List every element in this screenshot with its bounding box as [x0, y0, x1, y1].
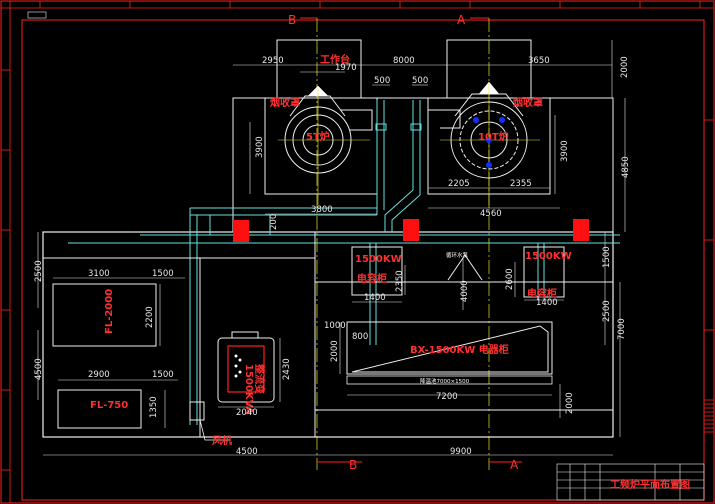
fan-label: 风机 [212, 434, 232, 447]
dim-500b: 500 [412, 76, 428, 86]
dim-2600: 2600 [505, 268, 515, 290]
furnace-10t: 10T炉 [428, 81, 540, 205]
dim-2000: 2000 [620, 56, 630, 78]
dim-1350: 1350 [149, 396, 159, 418]
cabinet-left-sub: 电容柜 [357, 272, 387, 285]
cabinet-right-sub: 电容柜 [527, 287, 557, 300]
dim-2200: 2200 [145, 306, 155, 328]
fl2000-label: FL-2000 [104, 289, 115, 334]
furnace-5t: 5T炉 [278, 85, 373, 205]
transformer-inner [227, 345, 265, 393]
pump-note: 降温池7000×1500 [420, 377, 470, 385]
dim-2500c: 2500 [602, 300, 612, 322]
dust-cover-left-label: 烟收罩 [270, 96, 300, 109]
dim-2950: 2950 [262, 56, 284, 66]
title-block [556, 463, 705, 501]
dim-1970: 1970 [335, 63, 357, 73]
furnace-5t-label: 5T炉 [306, 130, 330, 143]
cabinet-left [351, 246, 403, 296]
fl750-label: FL-750 [90, 400, 128, 411]
dim-1400b: 1400 [536, 298, 558, 308]
electric-cabinet [346, 321, 553, 375]
cabinet-right [523, 246, 565, 298]
dim-1500a: 1500 [152, 269, 174, 279]
dust-cover-right-label: 烟收罩 [513, 96, 543, 109]
dim-1400a: 1400 [364, 293, 386, 303]
cooling-rack-note: 循环水泵 [446, 251, 469, 259]
valve-block-3 [573, 219, 589, 241]
dim-9900: 9900 [450, 447, 472, 457]
dim-800: 800 [352, 332, 368, 342]
dim-500a: 500 [374, 76, 390, 86]
dim-3900a: 3900 [255, 136, 265, 158]
dim-7000: 7000 [617, 318, 627, 340]
pipe-network [68, 100, 620, 425]
left-ruler [1, 1, 11, 503]
dim-200: 200 [269, 214, 279, 230]
axis-b-top: B [288, 13, 296, 27]
dim-2430: 2430 [282, 358, 292, 380]
left-furnace-block [264, 97, 378, 195]
axis-a-top: A [457, 13, 466, 27]
transformer-dots [234, 354, 242, 378]
valve-block-1 [233, 220, 249, 242]
cabinet-right-label: 1500KW [525, 251, 572, 262]
dim-8000: 8000 [393, 56, 415, 66]
dim-4560: 4560 [480, 209, 502, 219]
dim-2205: 2205 [448, 179, 470, 189]
dim-2000c: 2000 [565, 392, 575, 414]
dim-3800: 3800 [311, 205, 333, 215]
top-ruler [1, 1, 714, 9]
fan-box [189, 401, 205, 421]
dim-2350: 2350 [395, 270, 405, 292]
dim-2040: 2040 [236, 408, 258, 418]
fl2000-box [52, 283, 157, 347]
top-left-box [27, 11, 47, 19]
fl750-box [57, 389, 142, 429]
dim-2000b: 2000 [330, 340, 340, 362]
dim-4000: 4000 [460, 280, 470, 302]
cooling-rack [447, 254, 483, 281]
transformer-label-a: 1500KVA [243, 364, 254, 415]
dimension-lines [37, 40, 626, 456]
dim-2500a: 2500 [34, 260, 44, 282]
axis-b-bottom: B [349, 458, 357, 472]
dim-2900: 2900 [88, 370, 110, 380]
dim-1500d: 1500 [602, 246, 612, 268]
electric-cabinet-label: BX-1500KW 电器柜 [410, 343, 509, 356]
transformer-label-b: 整流变 [253, 363, 266, 394]
dim-1000: 1000 [324, 321, 346, 331]
building-outline [42, 231, 614, 438]
dim-4500h: 4500 [236, 447, 258, 457]
right-ruler [703, 20, 714, 500]
pipe-connectors [375, 123, 422, 131]
cabinet-left-label: 1500KW [355, 254, 402, 265]
title-block-text: 工频炉平面布置图 [610, 478, 690, 491]
dim-1500c: 1500 [152, 370, 174, 380]
top-small-label: 工作台 [320, 53, 350, 66]
dim-3650: 3650 [528, 56, 550, 66]
upper-platform [232, 97, 614, 233]
furnace-10t-label: 10T炉 [478, 130, 509, 143]
dim-4500v: 4500 [34, 358, 44, 380]
axis-a-bottom: A [510, 458, 519, 472]
dim-3900b: 3900 [560, 140, 570, 162]
dim-2355: 2355 [510, 179, 532, 189]
valve-block-2 [403, 219, 419, 241]
dim-7200: 7200 [436, 392, 458, 402]
dim-3100: 3100 [88, 269, 110, 279]
dim-4850: 4850 [621, 156, 631, 178]
